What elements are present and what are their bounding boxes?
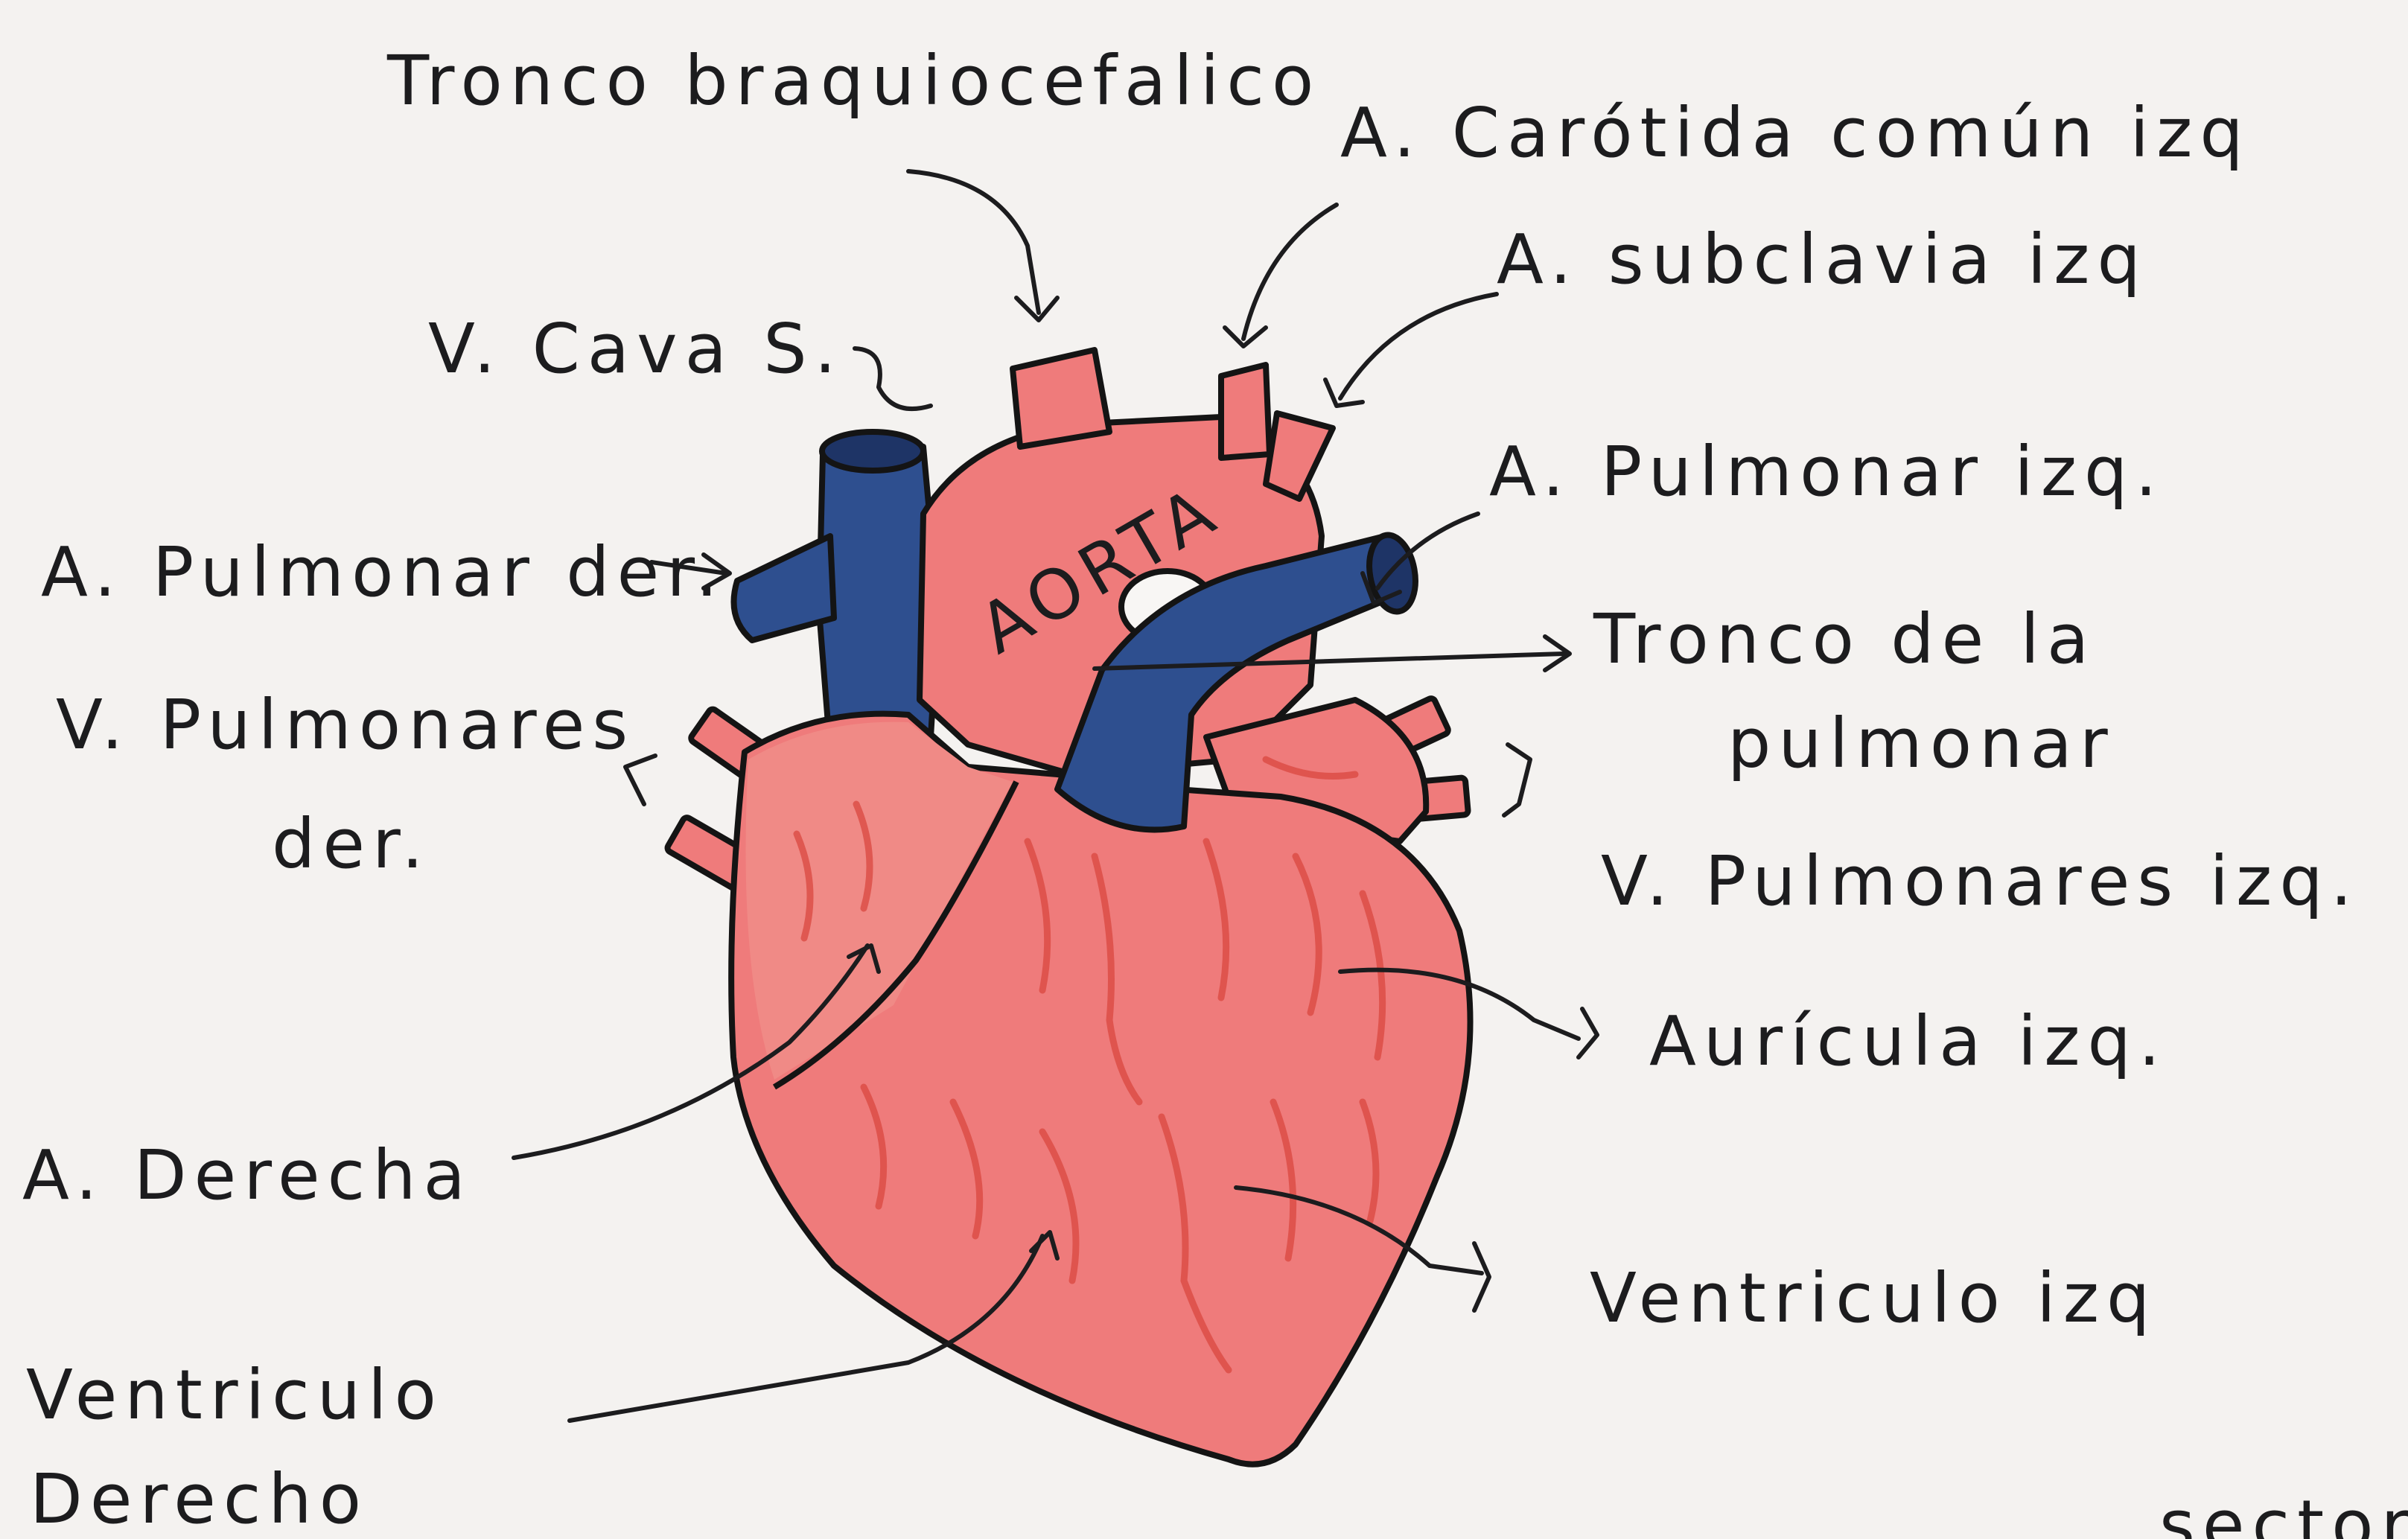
label-tronco-braquiocefalico: Tronco braquiocefalico bbox=[386, 41, 1321, 121]
label-carotida-comun-izq: A. Carótida común izq bbox=[1340, 93, 2251, 173]
left-common-carotid bbox=[1221, 365, 1270, 458]
label-tronco-pulmonar-line1: Tronco de la bbox=[1593, 599, 2096, 679]
label-pulmonar-izq: A. Pulmonar izq. bbox=[1489, 432, 2165, 512]
label-subclavia-izq: A. subclavia izq bbox=[1497, 220, 2148, 299]
left-subclavian bbox=[1266, 413, 1333, 499]
label-ventriculo-der-line2: Derecho bbox=[30, 1459, 369, 1539]
label-ventriculo-izq: Ventriculo izq bbox=[1590, 1258, 2157, 1338]
label-ventriculo-der-line1: Ventriculo bbox=[26, 1355, 444, 1435]
brachiocephalic-trunk bbox=[1013, 350, 1109, 447]
label-v-pulmonares-der-line1: V. Pulmonares bbox=[56, 685, 635, 765]
right-pulmonary-artery bbox=[734, 536, 835, 640]
label-vena-cava-superior: V. Cava S. bbox=[428, 309, 844, 389]
label-corner-partial: sector bbox=[2159, 1485, 2408, 1539]
label-auricula-izq: Aurícula izq. bbox=[1649, 1001, 2167, 1081]
superior-vena-cava-opening bbox=[822, 432, 923, 471]
label-auricula-derecha: A. Derecha bbox=[22, 1135, 473, 1215]
label-v-pulmonares-der-line2: der. bbox=[272, 804, 431, 884]
label-v-pulmonares-izq: V. Pulmonares izq. bbox=[1601, 841, 2360, 921]
label-pulmonar-der: A. Pulmonar der. bbox=[41, 532, 725, 612]
heart-illustration: AORTA bbox=[666, 350, 1470, 1465]
label-tronco-pulmonar-line2: pulmonar bbox=[1727, 704, 2115, 783]
